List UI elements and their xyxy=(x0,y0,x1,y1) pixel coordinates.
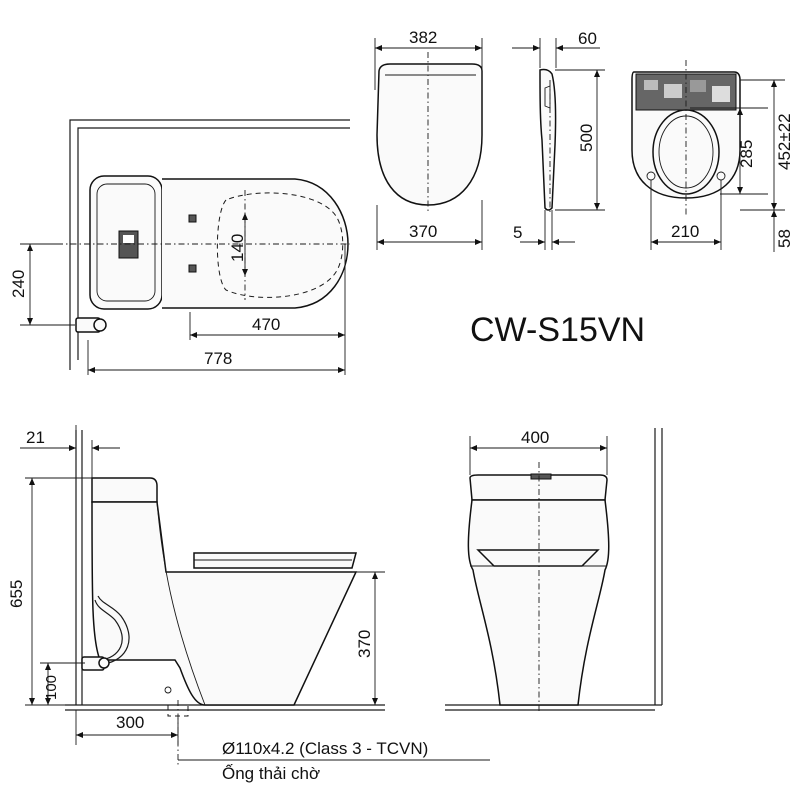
dim-front-to-drain: 470 xyxy=(252,315,280,334)
side-supply-hose xyxy=(94,599,123,661)
seat-lid-side-view: 60 500 5 xyxy=(512,29,605,250)
dim-seat-overall: 452±22 xyxy=(775,113,794,170)
plan-view: 240 140 470 778 xyxy=(9,119,350,375)
dim-front-width: 400 xyxy=(521,428,549,447)
dim-side-height: 655 xyxy=(7,580,26,608)
side-elevation-view: 21 655 100 370 300 xyxy=(7,425,490,765)
drain-spec-note: Ø110x4.2 (Class 3 - TCVN) xyxy=(222,739,428,758)
seat-lid-front-view: 382 370 xyxy=(374,28,483,250)
dim-total-length: 778 xyxy=(204,349,232,368)
side-tank-lid xyxy=(91,477,158,503)
dim-lid-length: 500 xyxy=(577,124,596,152)
dim-lid-depth: 60 xyxy=(578,29,597,48)
plan-bowl-opening xyxy=(216,192,344,298)
drain-label-note: Ống thải chờ xyxy=(222,763,320,783)
dim-seat-hole-spacing: 210 xyxy=(671,222,699,241)
dim-lid-bottom-width: 370 xyxy=(409,222,437,241)
dim-drain-offset: 300 xyxy=(116,713,144,732)
plan-wall-inner xyxy=(77,127,350,360)
front-seat xyxy=(476,549,600,567)
lid-side-shape xyxy=(539,68,557,211)
side-seat xyxy=(193,552,357,569)
dim-bowl-opening: 140 xyxy=(228,234,247,262)
dim-seat-rear-offset: 58 xyxy=(775,229,794,248)
front-elevation-view: 400 xyxy=(445,428,663,712)
front-tank-lid xyxy=(469,474,608,501)
dim-wall-to-center: 240 xyxy=(9,270,28,298)
side-bowl-body xyxy=(91,501,358,706)
dim-seat-hole-center: 285 xyxy=(737,140,756,168)
plan-bowl xyxy=(162,178,349,309)
dim-lid-top-width: 382 xyxy=(409,28,437,47)
model-name: CW-S15VN xyxy=(470,311,645,349)
dim-supply-height: 100 xyxy=(43,675,60,700)
dim-wall-gap: 21 xyxy=(26,428,45,447)
lid-front-shape xyxy=(376,63,483,206)
plan-wall-line xyxy=(69,119,350,370)
seat-opening xyxy=(652,109,720,195)
dim-lid-bottom-offset: 5 xyxy=(513,223,522,242)
seat-underside-view: 285 452±22 210 58 xyxy=(631,60,794,252)
dim-seat-height: 370 xyxy=(355,630,374,658)
